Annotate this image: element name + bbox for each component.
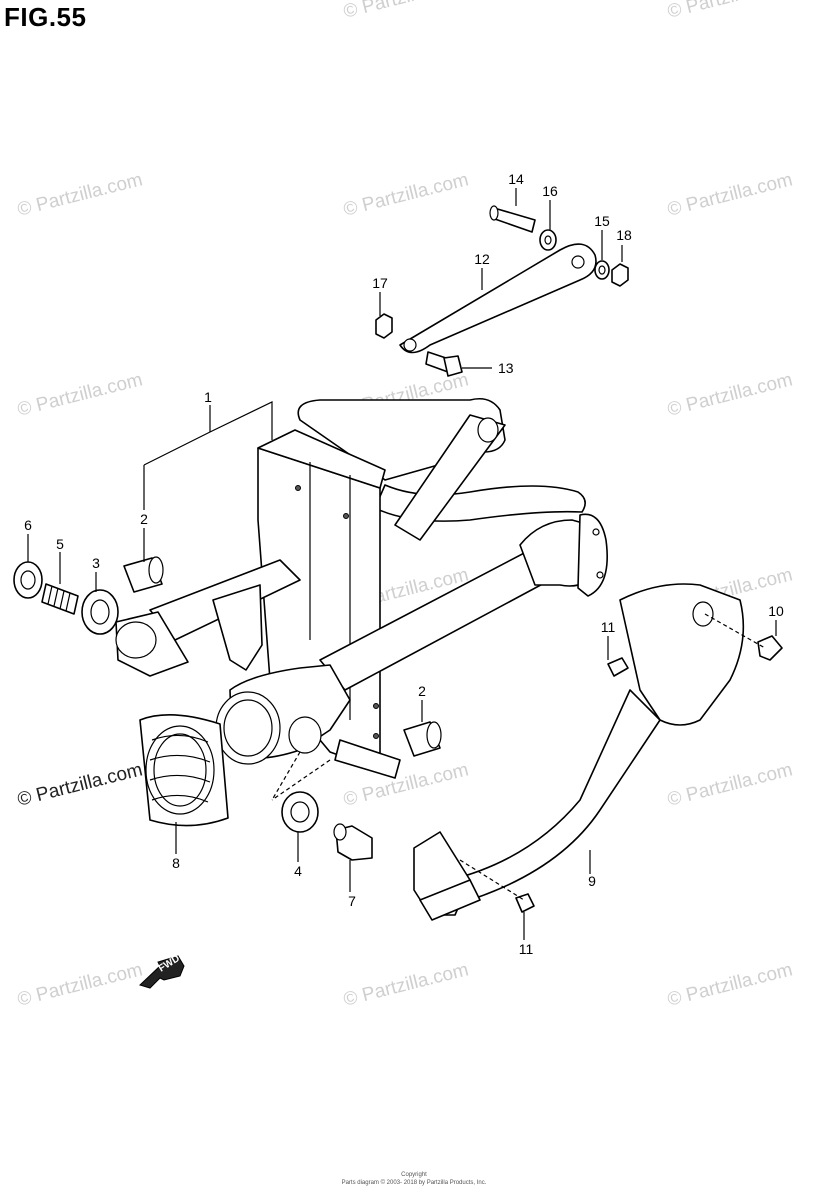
bolt-10[interactable]	[757, 635, 783, 661]
callout-11-upper: 11	[601, 619, 616, 635]
bolt-11-lower[interactable]	[515, 893, 535, 913]
callout-2-right: 2	[418, 683, 426, 699]
pivot-bolt-7[interactable]	[333, 823, 373, 861]
bushing-2-right[interactable]	[403, 721, 442, 757]
callout-8: 8	[172, 855, 180, 871]
bolt-11-upper[interactable]	[607, 657, 629, 677]
callout-16: 16	[542, 183, 558, 199]
leader-lines	[27, 188, 777, 940]
callout-1: 1	[204, 389, 212, 405]
bearing-4[interactable]	[281, 791, 319, 833]
callout-18: 18	[616, 227, 632, 243]
callout-2-left: 2	[140, 511, 148, 527]
callout-6: 6	[24, 517, 32, 533]
callout-9: 9	[588, 873, 596, 889]
callout-15: 15	[594, 213, 610, 229]
callout-3: 3	[92, 555, 100, 571]
fwd-arrow-icon: FWD	[139, 953, 185, 989]
callout-5: 5	[56, 536, 64, 552]
rear-arm-9[interactable]	[413, 583, 745, 921]
figure-title: FIG.55	[4, 2, 87, 32]
footer-line-1: Copyright	[401, 1172, 427, 1178]
callout-17: 17	[372, 275, 388, 291]
bearing-3[interactable]	[81, 589, 119, 635]
washer-15[interactable]	[594, 260, 610, 280]
pivot-bolt-5[interactable]	[41, 583, 79, 615]
callout-13: 13	[498, 360, 514, 376]
swingarm-frame[interactable]	[115, 397, 608, 779]
locknut-6[interactable]	[13, 561, 43, 599]
callout-10: 10	[768, 603, 784, 619]
nut-17[interactable]	[375, 313, 393, 339]
washer-16[interactable]	[539, 229, 557, 251]
callout-7: 7	[348, 893, 356, 909]
nut-18[interactable]	[611, 263, 629, 287]
callout-labels: 14 16 15 18 12 17 13 1 2 6 5 3 2 11 10 8…	[24, 171, 784, 957]
callout-14: 14	[508, 171, 524, 187]
bushing-2-left[interactable]	[123, 556, 164, 593]
boot-8[interactable]	[139, 714, 229, 827]
callout-4: 4	[294, 863, 302, 879]
bolt-13[interactable]	[425, 351, 463, 377]
callout-11-lower: 11	[519, 941, 534, 957]
bolt-14[interactable]	[489, 205, 536, 233]
torque-rod[interactable]	[399, 243, 597, 354]
footer-line-2: Parts diagram © 2003- 2018 by Partzilla …	[341, 1180, 487, 1186]
callout-12: 12	[474, 251, 490, 267]
